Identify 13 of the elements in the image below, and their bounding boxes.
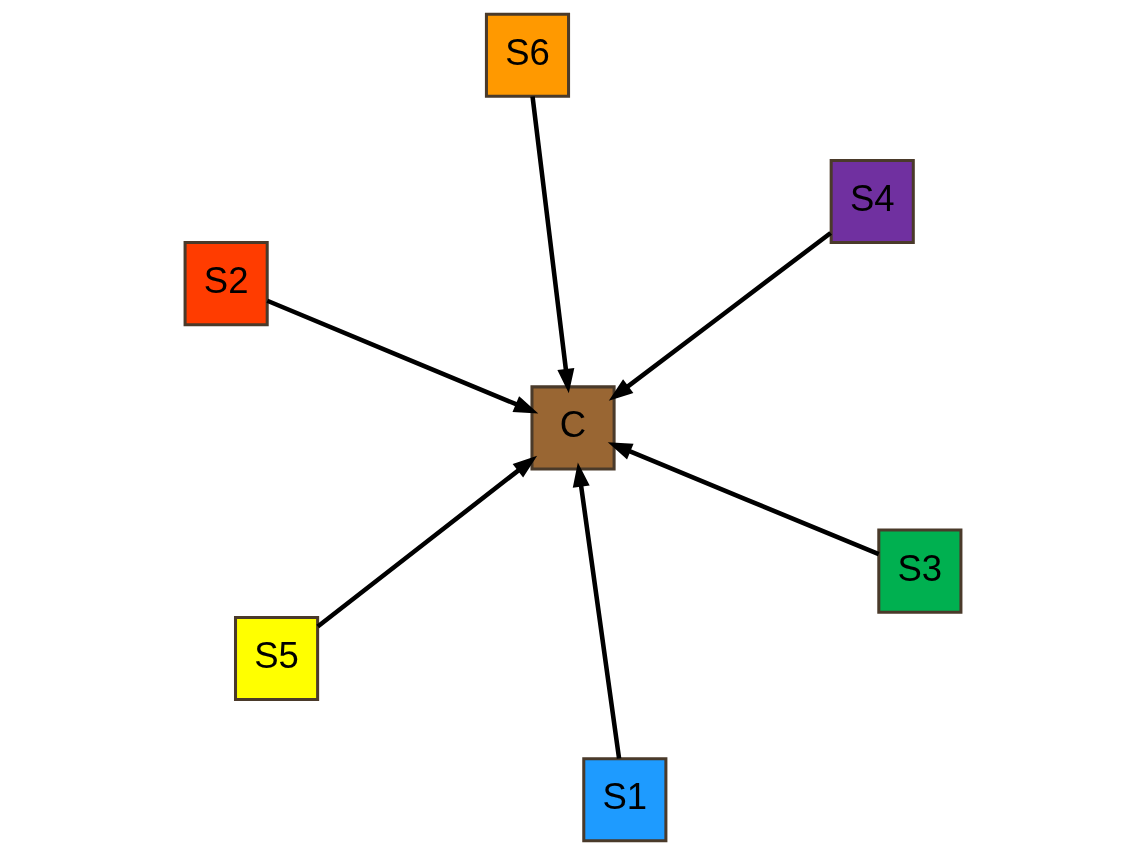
arrow [530,96,575,394]
arrow [607,442,880,557]
node-box: S1 [582,757,668,843]
arrow [608,231,832,401]
node-box: C [530,385,616,471]
arrow [572,462,622,759]
arrow [316,455,538,629]
node-box: S6 [484,12,571,98]
arrow [266,298,539,414]
node-box: S5 [234,615,320,702]
node-box: S2 [183,241,269,327]
node-box: S4 [829,158,915,245]
node-box: S3 [877,528,963,614]
